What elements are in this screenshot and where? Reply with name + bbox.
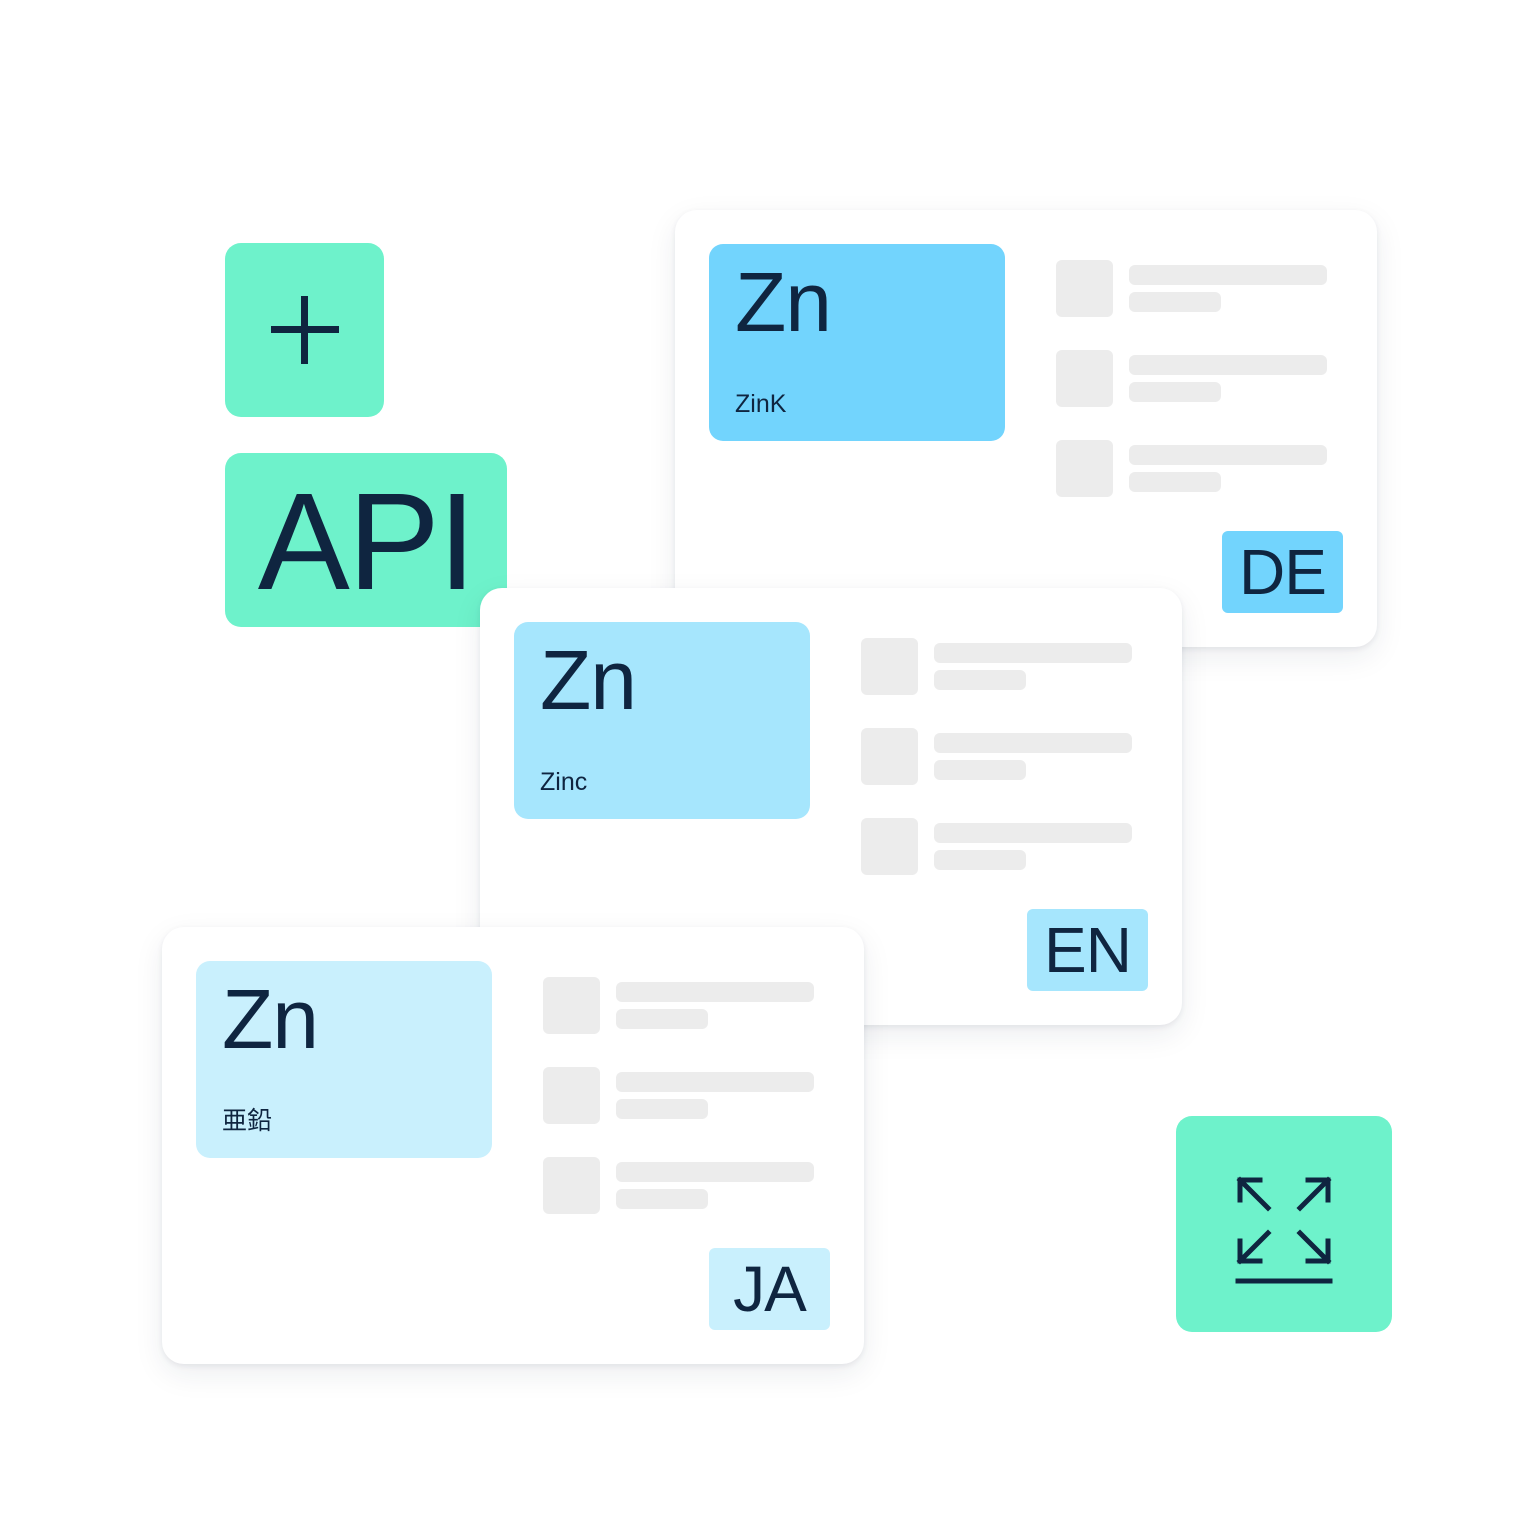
placeholder-line — [616, 1009, 708, 1029]
placeholder-row — [1056, 440, 1328, 530]
placeholder-row — [1056, 260, 1328, 350]
expand-tile[interactable] — [1176, 1116, 1392, 1332]
placeholder-line — [1129, 355, 1327, 375]
placeholder-thumbnail — [861, 638, 918, 695]
placeholder-thumbnail — [543, 1157, 600, 1214]
placeholder-line — [1129, 472, 1221, 492]
element-symbol: Zn — [540, 633, 637, 727]
placeholder-line — [1129, 445, 1327, 465]
expand-arrows-icon — [1235, 1176, 1333, 1284]
placeholder-thumbnail — [861, 818, 918, 875]
placeholder-line — [934, 760, 1026, 780]
language-card-de: Zn ZinK DE — [675, 210, 1377, 647]
placeholder-list — [1056, 260, 1328, 530]
placeholder-row — [861, 818, 1133, 908]
element-box: Zn 亜鉛 — [196, 961, 492, 1158]
placeholder-line — [1129, 265, 1327, 285]
placeholder-row — [861, 728, 1133, 818]
placeholder-thumbnail — [543, 1067, 600, 1124]
language-badge: JA — [709, 1248, 830, 1330]
element-symbol: Zn — [222, 972, 319, 1066]
placeholder-line — [616, 1099, 708, 1119]
placeholder-row — [861, 638, 1133, 728]
placeholder-line — [616, 1072, 814, 1092]
placeholder-row — [1056, 350, 1328, 440]
placeholder-line — [1129, 382, 1221, 402]
placeholder-row — [543, 1157, 815, 1247]
placeholder-line — [934, 733, 1132, 753]
placeholder-row — [543, 1067, 815, 1157]
element-box: Zn Zinc — [514, 622, 810, 819]
element-name: ZinK — [735, 390, 787, 418]
placeholder-line — [934, 823, 1132, 843]
language-card-ja: Zn 亜鉛 JA — [162, 927, 864, 1364]
placeholder-thumbnail — [861, 728, 918, 785]
api-label: API — [257, 465, 476, 619]
element-name: 亜鉛 — [222, 1107, 273, 1135]
language-badge: DE — [1222, 531, 1343, 613]
element-name: Zinc — [540, 768, 588, 796]
language-badge: EN — [1027, 909, 1148, 991]
element-box: Zn ZinK — [709, 244, 1005, 441]
placeholder-line — [616, 1162, 814, 1182]
placeholder-line — [934, 850, 1026, 870]
element-symbol: Zn — [735, 255, 832, 349]
plus-tile[interactable] — [225, 243, 384, 417]
placeholder-thumbnail — [1056, 350, 1113, 407]
placeholder-list — [861, 638, 1133, 908]
placeholder-line — [616, 1189, 708, 1209]
placeholder-line — [1129, 292, 1221, 312]
placeholder-thumbnail — [1056, 260, 1113, 317]
placeholder-row — [543, 977, 815, 1067]
placeholder-thumbnail — [543, 977, 600, 1034]
api-tile[interactable]: API — [225, 453, 507, 627]
placeholder-line — [616, 982, 814, 1002]
placeholder-line — [934, 670, 1026, 690]
plus-icon — [270, 296, 339, 364]
placeholder-thumbnail — [1056, 440, 1113, 497]
placeholder-list — [543, 977, 815, 1247]
placeholder-line — [934, 643, 1132, 663]
